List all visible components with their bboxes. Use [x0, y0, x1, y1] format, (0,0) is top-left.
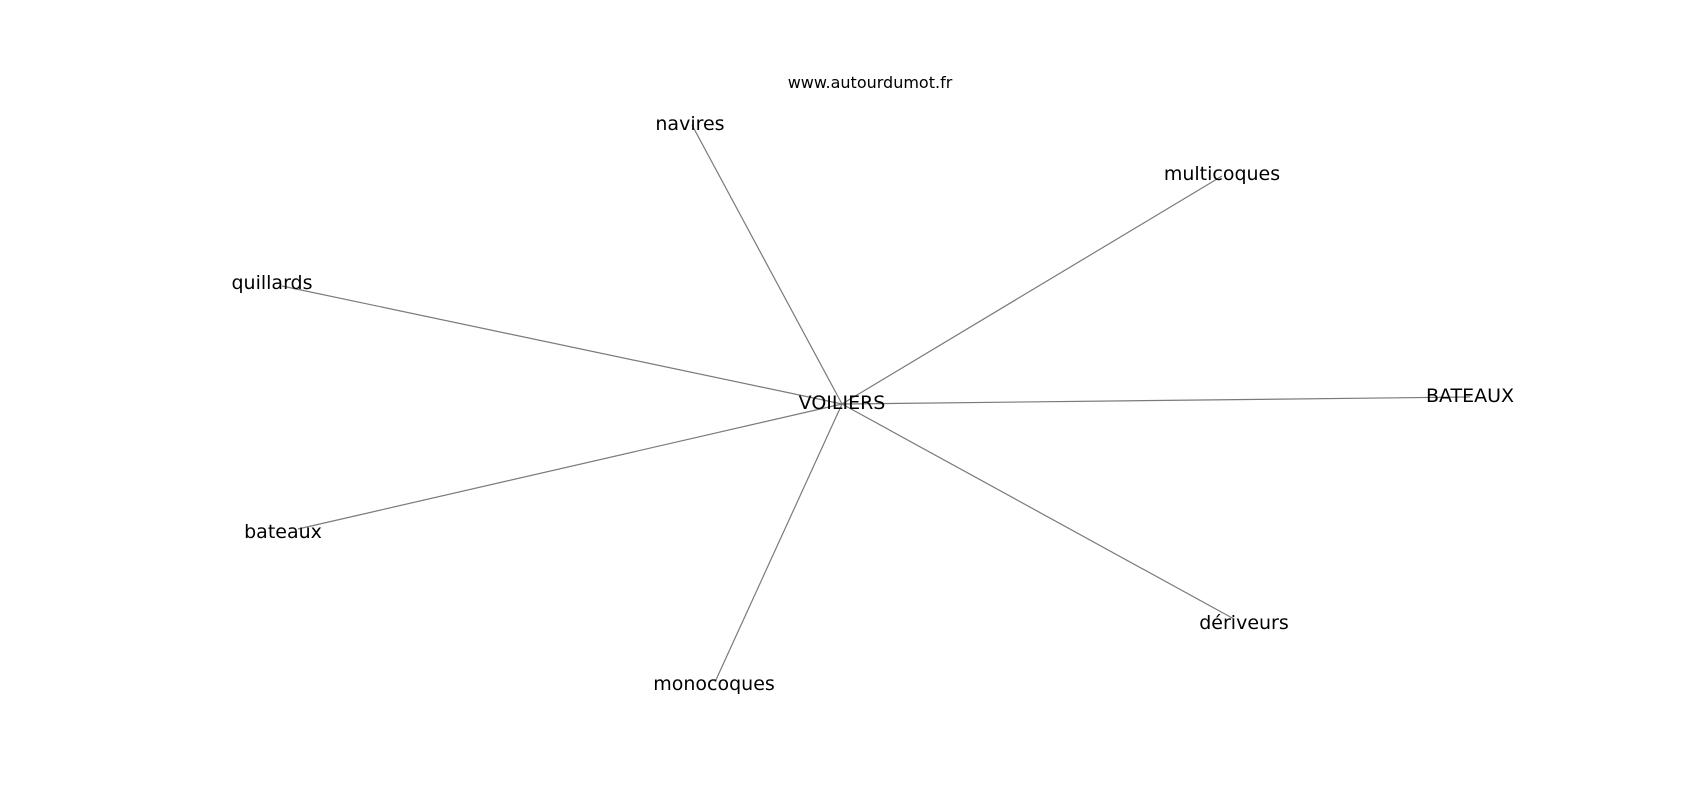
edge-voiliers-multicoques	[841, 175, 1223, 405]
node-quillards[interactable]: quillards	[231, 272, 312, 294]
edge-voiliers-quillards	[281, 285, 843, 405]
edge-voiliers-navires	[691, 124, 843, 405]
edge-voiliers-deriveurs	[841, 403, 1235, 620]
edge-voiliers-monocoques	[714, 403, 843, 683]
edge-voiliers-bateaux-upper	[841, 396, 1471, 405]
node-navires[interactable]: navires	[655, 113, 724, 135]
graph-nodes: VOILIERS navires multicoques quillards B…	[231, 113, 1514, 695]
edge-voiliers-bateaux	[297, 403, 843, 530]
node-center-voiliers[interactable]: VOILIERS	[799, 392, 886, 414]
graph-edges	[281, 124, 1471, 683]
node-monocoques[interactable]: monocoques	[653, 673, 775, 695]
node-multicoques[interactable]: multicoques	[1164, 163, 1280, 185]
node-deriveurs[interactable]: dériveurs	[1199, 612, 1289, 634]
node-bateaux-upper[interactable]: BATEAUX	[1426, 385, 1514, 407]
node-bateaux[interactable]: bateaux	[244, 521, 322, 543]
watermark-text: www.autourdumot.fr	[788, 73, 953, 92]
